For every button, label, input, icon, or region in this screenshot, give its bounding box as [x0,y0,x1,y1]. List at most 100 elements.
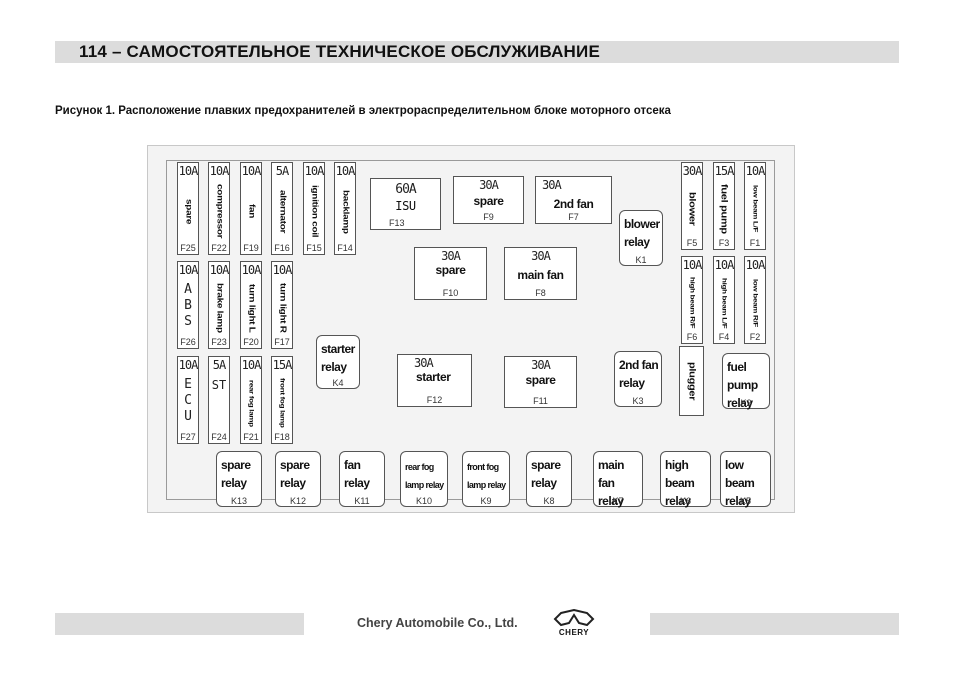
fuse-code: F14 [337,243,353,253]
relay-k9: front fog lamp relay K9 [462,451,510,507]
relay-code: K1 [635,255,647,265]
fuse-amp: 15A [714,164,735,178]
fuse-box-diagram: 10A spare F25 10A compressor F22 10A fan… [147,145,795,513]
footer-bar-left [55,613,304,635]
relay-name: main fan relay [598,458,625,508]
relay-name: high beam relay [665,458,695,508]
fuse-f1: 10A low beam L/F F1 [744,162,766,250]
fuse-code: F3 [718,238,730,248]
fuse-code: F8 [535,288,546,298]
fuse-f23: 10A brake lamp F23 [208,261,230,349]
fuse-f17: 10A turn light R F17 [271,261,293,349]
relay-code: K4 [332,378,344,388]
relay-code: K11 [354,496,370,506]
fuse-f7: 30A 2nd fan F7 [535,176,612,224]
fuse-label: brake lamp [214,283,224,333]
footer-company: Chery Automobile Co., Ltd. [357,616,518,630]
fuse-letters: ST [211,378,227,392]
relay-k3: 2nd fan relay K3 [614,351,662,407]
fuse-f13: 60A ISU F13 [370,178,441,230]
relay-code: K9 [480,496,492,506]
relay-name: spare relay [221,458,251,490]
relay-code: K13 [230,496,247,506]
fuse-f20: 10A turn light L F20 [240,261,262,349]
fuse-f12: 30A starter F12 [397,354,472,407]
fuse-label: main fan [517,268,564,282]
fuse-label: backlamp [340,189,350,234]
fuse-code: F18 [274,432,290,442]
fuse-f19: 10A fan F19 [240,162,262,255]
relay-name: rear fog lamp relay [405,462,444,490]
logo-text: CHERY [558,628,590,637]
fuse-label: spare [435,263,466,277]
relay-name: 2nd fan relay [619,358,659,390]
fuse-label: spare [473,194,504,208]
fuse-f18: 15A front fog lamp F18 [271,356,293,444]
fuse-f3: 15A fuel pump F3 [713,162,735,250]
relay-name: low beam relay [725,458,755,508]
fuse-label: turn light R [277,283,287,333]
fuse-label: spare [183,198,193,225]
fuse-f2: 10A low beam R/F F2 [744,256,766,344]
fuse-code: F4 [718,332,730,342]
relay-name: fuel pump relay [727,360,758,410]
fuse-amp: 30A [682,164,703,178]
fuse-code: F20 [243,337,259,347]
fuse-code: F22 [211,243,227,253]
relay-k10: rear fog lamp relay K10 [400,451,448,507]
fuse-amp: 10A [304,164,325,178]
fuse-code: F19 [243,243,259,253]
relay-code: K10 [415,496,432,506]
fuse-f14: 10A backlamp F14 [334,162,356,255]
fuse-label: ignition coil [309,185,319,238]
relay-code: K7 [612,496,624,506]
fuse-amp: 5A [275,164,289,178]
fuse-f11: 30A spare F11 [504,356,577,408]
fuse-code: F16 [274,243,290,253]
fuse-f15: 10A ignition coil F15 [303,162,325,255]
fuse-f8: 30A main fan F8 [504,247,577,300]
fuse-f22: 10A compressor F22 [208,162,230,255]
fuse-code: F10 [442,288,459,298]
fuse-label: 2nd fan [553,197,594,211]
relay-code: K2 [740,398,752,408]
footer-bar-right [650,613,899,635]
fuse-amp: 30A [414,356,434,370]
fuse-label: fan [246,204,256,219]
relay-k7: main fan relay K7 [593,451,643,508]
fuse-f27: 10A E C U F27 [177,356,199,444]
fuse-amp: 10A [272,263,293,277]
fuse-label: rear fog lamp [247,379,255,427]
page-header-bar: 114 – САМОСТОЯТЕЛЬНОЕ ТЕХНИЧЕСКОЕ ОБСЛУЖ… [55,41,899,63]
relay-name: spare relay [531,458,561,490]
fuse-amp: 10A [178,263,199,277]
plugger-label: plugger [686,361,697,401]
relay-k1: blower relay K1 [619,210,663,266]
fuse-amp: 10A [745,164,766,178]
fuse-amp: 30A [479,178,499,192]
fuse-label: alternator [277,189,287,234]
fuse-label: front fog lamp [278,378,286,428]
fuse-amp: 10A [241,164,262,178]
fuse-code: F11 [533,396,548,406]
fuse-label: high beam L/F [720,277,728,329]
fuse-amp: 15A [272,358,293,372]
fuse-amp: 10A [714,258,735,272]
fuse-label: low beam R/F [751,279,759,327]
fuse-label: high beam R/F [688,277,696,329]
fuse-amp: 10A [682,258,703,272]
fuse-label: blower [686,192,698,226]
fuse-code: F23 [211,337,227,347]
page-header-title: 114 – САМОСТОЯТЕЛЬНОЕ ТЕХНИЧЕСКОЕ ОБСЛУЖ… [79,42,600,61]
fuse-amp: 30A [531,358,551,372]
fuse-amp: 5A [212,358,226,372]
fuse-label: turn light L [246,283,256,333]
fuse-amp: 10A [178,164,199,178]
relay-name: starter relay [321,342,355,374]
chery-logo-icon [553,608,595,627]
fuse-amp: 10A [745,258,766,272]
fuse-amp: 10A [241,263,262,277]
fuse-code: F6 [686,332,698,342]
fuse-code: F17 [274,337,290,347]
relay-name: blower relay [624,217,660,249]
